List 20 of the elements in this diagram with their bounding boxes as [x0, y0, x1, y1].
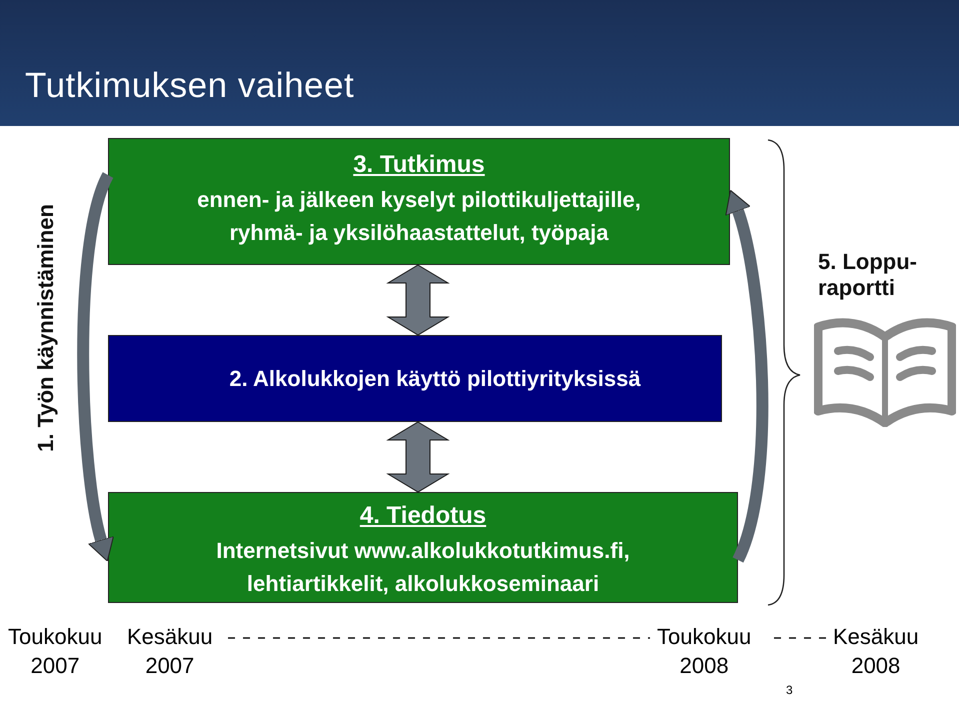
timeline-label: Toukokuu 2007: [8, 623, 102, 680]
page-number: 3: [786, 683, 793, 697]
box-text: ennen- ja jälkeen kyselyt pilottikuljettajille, ryhmä- ja yksilöhaastattelut, työpaja: [196, 186, 642, 247]
process-box: [108, 335, 722, 422]
curved-arrow: [77, 172, 114, 562]
slide-title: Tutkimuksen vaiheet: [25, 66, 354, 106]
timeline-label: Toukokuu 2008: [657, 623, 752, 680]
box-heading: 3. Tutkimus: [353, 150, 485, 178]
box-heading: 4. Tiedotus: [360, 502, 486, 530]
box-text: 2. Alkolukkojen käyttö pilottiyrityksissä: [229, 365, 641, 393]
process-box: [108, 492, 738, 603]
box-text: Internetsivut www.alkolukkotutkimus.fi, lehtiartikkelit, alkolukkoseminaari: [215, 536, 631, 598]
double-arrow: [386, 421, 450, 493]
vertical-label: 1. Työn käynnistäminen: [32, 204, 59, 452]
double-arrow: [386, 264, 450, 336]
curved-arrow: [725, 189, 768, 562]
timeline-label: Kesäkuu 2007: [127, 623, 213, 680]
process-box: [108, 138, 730, 265]
timeline-label: Kesäkuu 2008: [833, 623, 919, 680]
box-text: 5. Loppu- raportti: [818, 249, 918, 301]
